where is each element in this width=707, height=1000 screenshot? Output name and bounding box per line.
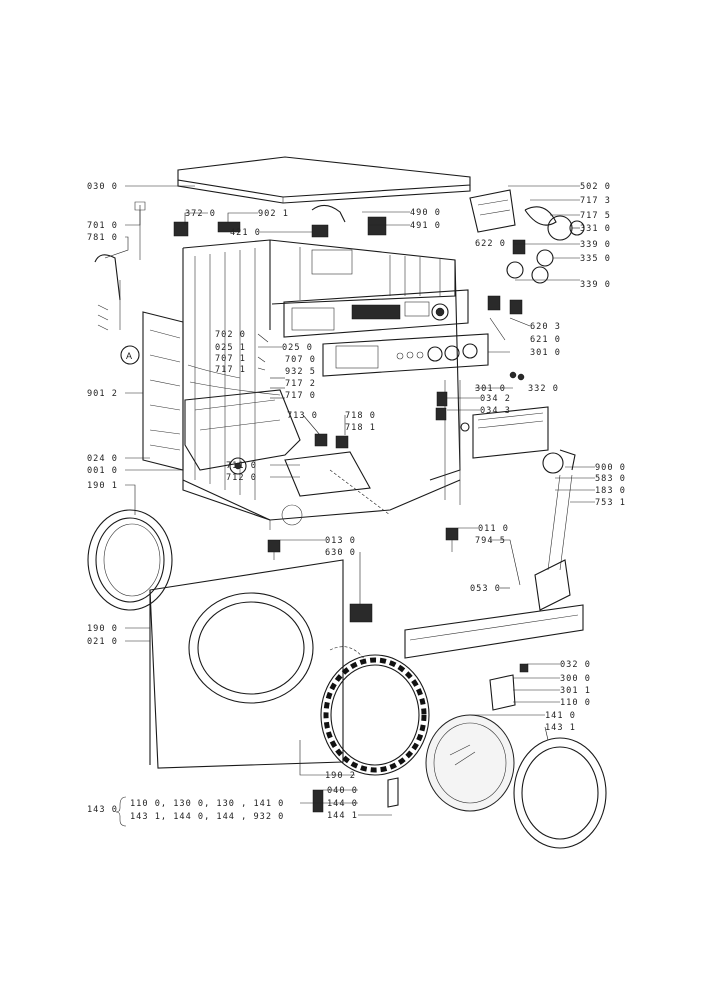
door-frame [320,654,430,776]
label-622-0: 622 0 [475,239,506,249]
label-621-0: 621 0 [530,335,561,345]
label-144-1: 144 1 [327,811,358,821]
control-panel-front [322,333,489,377]
label-932-5: 932 5 [285,367,316,377]
label-144-0: 144 0 [327,799,358,809]
label-901-2: 901 2 [87,389,118,399]
label-712-0: 712 0 [226,473,257,483]
label-717-3: 717 3 [580,196,611,206]
front-panel [149,559,366,769]
label-011-0: 011 0 [478,524,509,534]
kit-reference: 143 0 110 0, 130 0, 130 , 141 0 143 1, 1… [87,796,284,827]
label-143-1: 143 1 [545,723,576,733]
kick-plate [404,604,584,659]
label-013-0: 013 0 [325,536,356,546]
door-glass [425,714,607,849]
label-372-0: 372 0 [185,209,216,219]
label-190-1: 190 1 [87,481,118,491]
kit-line-2: 143 1, 144 0, 144 , 932 0 [130,812,284,822]
label-717-2: 717 2 [285,379,316,389]
kit-brace [115,796,127,827]
feet [267,527,459,623]
callout-a: A [126,351,132,361]
top-right-parts [469,189,585,315]
label-034-3: 034 3 [480,406,511,416]
small-top-parts [94,201,387,365]
label-301-0-a: 301 0 [530,348,561,358]
label-331-0: 331 0 [580,224,611,234]
label-339-0-a: 339 0 [580,240,611,250]
label-718-0: 718 0 [345,411,376,421]
label-701-0: 701 0 [87,221,118,231]
side-panel [142,311,184,471]
label-630-0: 630 0 [325,548,356,558]
label-711-0: 711 0 [226,461,257,471]
label-491-0: 491 0 [410,221,441,231]
label-183-0: 183 0 [595,486,626,496]
label-301-0-b: 301 0 [475,384,506,394]
label-053-0: 053 0 [470,584,501,594]
label-707-0: 707 0 [285,355,316,365]
label-713-0: 713 0 [287,411,318,421]
label-717-5: 717 5 [580,211,611,221]
label-190-2: 190 2 [325,771,356,781]
label-025-0: 025 0 [282,343,313,353]
label-753-1: 753 1 [595,498,626,508]
label-620-3: 620 3 [530,322,561,332]
label-781-0: 781 0 [87,233,118,243]
right-side-parts [435,391,576,611]
label-794-5: 794 5 [475,536,506,546]
leader-lines [104,185,595,816]
label-900-0: 900 0 [595,463,626,473]
label-902-1: 902 1 [258,209,289,219]
label-032-0: 032 0 [560,660,591,670]
label-335-0: 335 0 [580,254,611,264]
label-717-1: 717 1 [215,365,246,375]
kit-label: 143 0 [87,805,118,815]
label-025-1: 025 1 [215,343,246,353]
label-718-1: 718 1 [345,423,376,433]
label-490-0: 490 0 [410,208,441,218]
kit-line-1: 110 0, 130 0, 130 , 141 0 [130,799,284,809]
door-seal [87,509,173,611]
label-717-0: 717 0 [285,391,316,401]
label-421-0: 421 0 [230,228,261,238]
label-040-0: 040 0 [327,786,358,796]
label-024-0: 024 0 [87,454,118,464]
door-hinge-parts [312,663,529,813]
label-502-0: 502 0 [580,182,611,192]
dispenser-group [184,364,371,497]
label-030-0: 030 0 [87,182,118,192]
label-110-0: 110 0 [560,698,591,708]
label-300-0: 300 0 [560,674,591,684]
label-190-0: 190 0 [87,624,118,634]
part-number-labels: 030 0 701 0 781 0 372 0 902 1 421 0 490 … [87,182,626,821]
detergent-drawer [472,371,549,459]
label-583-0: 583 0 [595,474,626,484]
label-001-0: 001 0 [87,466,118,476]
label-332-0: 332 0 [528,384,559,394]
cabinet-body [182,239,461,530]
label-141-0: 141 0 [545,711,576,721]
label-021-0: 021 0 [87,637,118,647]
label-034-2: 034 2 [480,394,511,404]
label-707-1: 707 1 [215,354,246,364]
top-lid [177,156,471,204]
label-702-0: 702 0 [215,330,246,340]
control-panel-back [283,289,469,338]
label-301-1: 301 1 [560,686,591,696]
label-339-0-b: 339 0 [580,280,611,290]
